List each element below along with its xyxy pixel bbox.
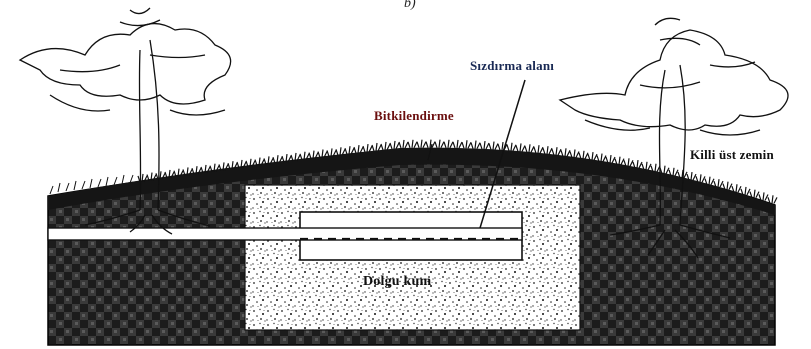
grass-tuft [534, 145, 543, 153]
grass-tuft [381, 142, 390, 150]
seepage-area-label: Sızdırma alanı [470, 58, 554, 74]
grass-tuft [462, 140, 471, 148]
grass-tuft [516, 143, 525, 151]
grass-tuft [435, 140, 444, 148]
grass-tuft [750, 190, 759, 198]
grass-tuft [705, 177, 714, 185]
vegetation-label: Bitkilendirme [374, 108, 454, 124]
grass-tuft [696, 174, 705, 182]
grass-tuft [723, 182, 732, 190]
grass-tuft [714, 179, 723, 187]
grass-tuft [570, 150, 579, 158]
grass-tuft [768, 195, 777, 203]
grass-tuft [480, 141, 489, 149]
grass-tuft [363, 144, 372, 152]
grass-tuft [372, 143, 381, 151]
grass-tuft [651, 164, 660, 172]
grass-tuft [561, 148, 570, 156]
grass-tuft [471, 141, 480, 149]
grass-tuft [588, 152, 597, 160]
grass-tuft [624, 158, 633, 166]
grass-tuft [543, 146, 552, 154]
grass-tuft [633, 160, 642, 168]
grass-tuft [444, 140, 453, 148]
grass-tuft [417, 140, 426, 148]
grass-tuft [732, 184, 741, 192]
grass-tuft [489, 142, 498, 150]
grass-tuft [525, 144, 534, 152]
grass-tuft [552, 147, 561, 155]
grass-tuft [669, 168, 678, 176]
grass-tuft [606, 155, 615, 163]
grass-tuft [687, 172, 696, 180]
grass-tuft [615, 157, 624, 165]
grass-tuft [354, 145, 363, 153]
grass-tuft [453, 140, 462, 148]
grass-tuft [579, 151, 588, 159]
grass-tuft [426, 140, 435, 148]
grass-tuft [741, 187, 750, 195]
grass-tuft [399, 140, 408, 148]
grass-tuft [390, 141, 399, 149]
grass-tuft [660, 166, 669, 174]
figure-caption: b) [404, 0, 416, 12]
grass-tuft [408, 140, 417, 148]
fill-sand-label: Dolgu kum [363, 274, 431, 290]
grass-tuft [759, 192, 768, 200]
grass-tuft [597, 154, 606, 162]
clay-topsoil-label: Killi üst zemin [690, 147, 774, 163]
grass-tuft [507, 143, 516, 151]
grass-tuft [678, 170, 687, 178]
grass-tuft [642, 162, 651, 170]
